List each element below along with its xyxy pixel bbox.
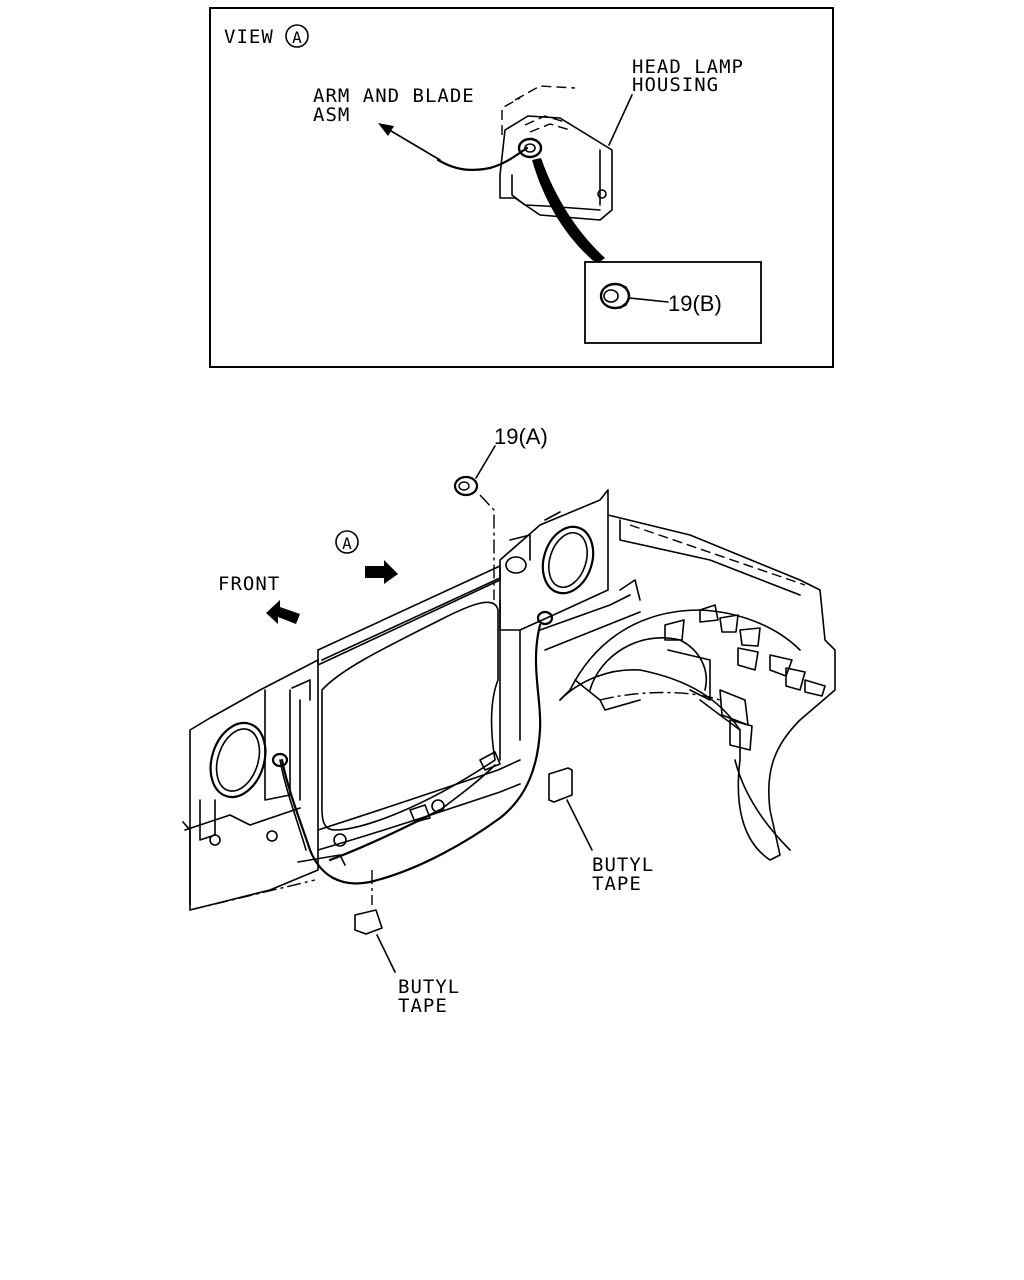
main-assembly-view: 19(A) A FRONT [182, 424, 836, 1017]
arm-blade-arrow [378, 123, 441, 161]
detail-callout-arrow [532, 158, 605, 264]
part-19a-label: 19(A) [494, 424, 548, 449]
view-title: VIEW [224, 26, 274, 48]
butyl-tape-right: BUTYL TAPE [548, 767, 654, 895]
grommet-19a-icon [453, 475, 479, 497]
inset-box: 19(B) [584, 261, 762, 344]
butyl-tape-left-label-line2: TAPE [398, 995, 448, 1017]
part-19b-label: 19(B) [668, 291, 722, 316]
head-lamp-housing [499, 85, 633, 221]
view-circle-letter: A [292, 28, 302, 47]
head-lamp-housing-label-line1: HEAD LAMP [632, 56, 744, 78]
grommet-installed [517, 137, 543, 159]
butyl-tape-left-label-line1: BUTYL [398, 976, 460, 998]
butyl-tape-right-label-line1: BUTYL [592, 854, 654, 876]
butyl-tape-right-label-line2: TAPE [592, 873, 642, 895]
inner-fender-apron [539, 514, 836, 861]
front-label: FRONT [218, 573, 280, 595]
washer-hose-routing [271, 610, 554, 885]
view-a-direction-arrow [365, 560, 398, 584]
butyl-tape-left: BUTYL TAPE [354, 909, 460, 1017]
washer-hose [436, 146, 529, 171]
radiator-core-support [182, 489, 609, 911]
view-circle-marker [285, 24, 309, 48]
arm-blade-label-line1: ARM AND BLADE [313, 85, 475, 107]
view-a-detail: VIEW A ARM AND BLADE ASM HEAD LAMP HOUSI… [209, 7, 834, 368]
front-direction-arrow [266, 600, 300, 624]
arm-blade-label-line2: ASM [313, 104, 350, 126]
view-a-marker-letter: A [342, 534, 352, 553]
view-a-marker: A [335, 530, 398, 584]
grommet-19b-icon [599, 282, 631, 310]
head-lamp-housing-label-line2: HOUSING [632, 74, 719, 96]
view-a-frame [209, 7, 834, 368]
